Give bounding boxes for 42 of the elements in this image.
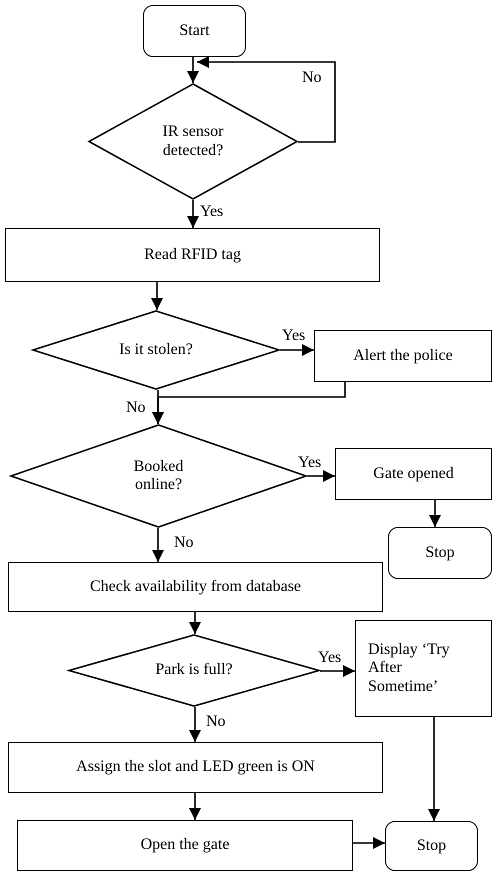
node-text: Park is full? bbox=[155, 661, 233, 680]
terminal-box bbox=[388, 527, 492, 579]
node-text: Gate opened bbox=[373, 464, 454, 484]
node-text: Read RFID tag bbox=[144, 246, 241, 264]
terminal-box bbox=[143, 5, 246, 57]
arrow bbox=[429, 500, 441, 527]
arrow bbox=[197, 56, 336, 143]
arrow bbox=[428, 717, 440, 821]
arrow bbox=[353, 837, 385, 849]
node-text: Start bbox=[179, 22, 210, 40]
arrow bbox=[152, 390, 164, 424]
process-box bbox=[5, 228, 380, 282]
node-text: Display ‘Try After Sometime’ bbox=[368, 640, 451, 696]
arrow bbox=[187, 57, 199, 83]
arrow bbox=[189, 793, 201, 820]
decision-diamond bbox=[32, 310, 280, 390]
process-box bbox=[8, 742, 383, 793]
node-text: Is it stolen? bbox=[119, 340, 193, 360]
arrow bbox=[307, 470, 335, 482]
arrow bbox=[187, 200, 199, 228]
node-text: Check availability from database bbox=[90, 578, 302, 596]
node-text: Alert the police bbox=[353, 346, 453, 366]
node-text: Booked online? bbox=[132, 458, 184, 494]
process-box bbox=[355, 620, 492, 717]
node-text: Stop bbox=[416, 836, 446, 856]
process-box bbox=[335, 448, 492, 500]
arrow bbox=[152, 528, 164, 562]
arrow bbox=[280, 344, 314, 356]
node-text: Stop bbox=[425, 544, 455, 562]
process-box bbox=[17, 820, 353, 871]
process-box bbox=[8, 562, 383, 612]
terminal-box bbox=[385, 821, 478, 871]
arrow bbox=[151, 282, 163, 310]
arrow bbox=[189, 612, 201, 634]
node-text: IR sensor detected? bbox=[162, 123, 224, 160]
arrow bbox=[189, 707, 201, 742]
arrow bbox=[320, 665, 355, 677]
node-text: Assign the slot and LED green is ON bbox=[76, 758, 315, 777]
node-text: Open the gate bbox=[140, 836, 230, 855]
decision-diamond bbox=[88, 83, 298, 200]
process-box bbox=[314, 330, 492, 382]
decision-diamond bbox=[68, 634, 320, 707]
